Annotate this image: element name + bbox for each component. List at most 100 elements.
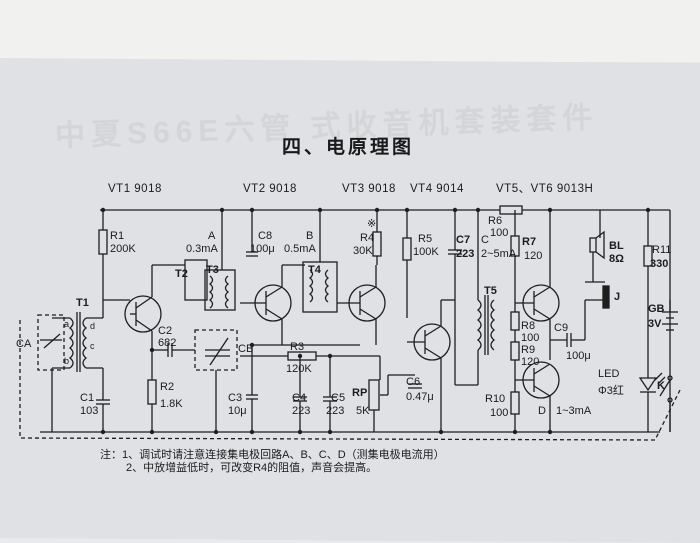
r1-body [98, 229, 108, 255]
r11-value: 330 [650, 258, 669, 270]
t1-pin-d: d [90, 321, 96, 331]
t1-label: T1 [76, 297, 89, 309]
r10-value: 100 [490, 407, 509, 419]
vt56-label: VT5、VT6 9013H [496, 183, 594, 195]
point-c-label: C [481, 234, 489, 246]
r9-label: R9 [521, 344, 536, 356]
r10-body [510, 391, 520, 415]
d-current-label: 1~3mA [556, 405, 592, 417]
ca-label: CA [16, 338, 32, 350]
c8-value: 100μ [250, 243, 275, 255]
r4-label: R4 [360, 232, 375, 244]
rp-label: RP [352, 387, 368, 399]
led-label: LED [598, 368, 620, 380]
c6-value: 0.47μ [406, 391, 434, 403]
r6-label: R6 [488, 215, 503, 227]
c2-value: 682 [158, 337, 177, 349]
c4-label: C4 [292, 392, 307, 404]
r4-body [372, 231, 382, 257]
r11-label: R11 [652, 244, 672, 256]
t5-primary [476, 299, 482, 351]
t3-coil [204, 269, 236, 311]
r7-value: 120 [524, 250, 543, 262]
led-diode [638, 377, 658, 392]
notes-block: 注：1、调试时请注意连接集电极回路A、B、C、D（测集电极电流用） 2、中放增益… [100, 449, 445, 475]
note-line-1: 注：1、调试时请注意连接集电极回路A、B、C、D（测集电极电流用） [100, 449, 445, 461]
c6-label: C6 [406, 376, 421, 388]
r9-body [510, 341, 520, 361]
t1-pin-a: a [64, 319, 70, 329]
r8-label: R8 [521, 320, 536, 332]
gb-label: GB [648, 303, 665, 315]
r3-value: 120K [286, 363, 312, 375]
cb-box [194, 329, 238, 371]
t3-label: T3 [206, 264, 219, 276]
r7-label: R7 [522, 236, 537, 248]
r2-body [147, 379, 157, 405]
diagram-title: 四、电原理图 [282, 136, 415, 158]
dashed-ground-path [19, 320, 681, 441]
r1-value: 200K [110, 243, 136, 255]
vt2-label: VT2 9018 [243, 183, 297, 195]
c9-label: C9 [554, 322, 569, 334]
c1-value: 103 [80, 405, 99, 417]
k-label: K [657, 380, 665, 392]
t1-pin-c: c [90, 341, 95, 351]
r10-label: R10 [485, 393, 506, 405]
rp-body [368, 379, 380, 411]
point-b-label: B [306, 230, 314, 242]
t5-label: T5 [484, 285, 497, 297]
r5-body [402, 237, 412, 261]
schematic-wiring [19, 205, 681, 441]
c7-label: C7 [456, 234, 471, 246]
c-current-label: 2~5mA [481, 248, 517, 260]
c9-value: 100μ [566, 350, 591, 362]
vt1-body [124, 295, 162, 333]
t4-label: T4 [308, 264, 321, 276]
t2-coil [184, 259, 208, 301]
r6-value: 100 [490, 227, 509, 239]
rp-value: 5K [356, 405, 370, 417]
r2-label: R2 [160, 381, 175, 393]
led-description: Φ3红 [598, 385, 624, 397]
background-surface [0, 0, 700, 62]
bl-speaker [589, 237, 597, 253]
c3-value: 10μ [228, 405, 247, 417]
r6-body [499, 205, 523, 215]
a-current-label: 0.3mA [186, 243, 218, 255]
cb-label: CB [238, 343, 254, 355]
r4-mark: ※ [367, 218, 377, 230]
r8-body [510, 311, 520, 331]
point-d-label: D [538, 405, 546, 417]
t5-secondary [490, 299, 496, 351]
j-label: J [614, 291, 621, 303]
r8-value: 100 [521, 332, 540, 344]
b-current-label: 0.5mA [284, 243, 316, 255]
r5-value: 100K [413, 246, 439, 258]
r2-value: 1.8K [160, 398, 183, 410]
r9-value: 120 [521, 356, 540, 368]
c3-label: C3 [228, 392, 243, 404]
bl-value: 8Ω [609, 253, 624, 265]
bl-label: BL [609, 240, 624, 252]
gb-value: 3V [648, 318, 662, 330]
j-jack [602, 285, 610, 309]
r4-value: 30K [353, 245, 373, 257]
c1-label: C1 [80, 392, 95, 404]
note-line-2: 2、中放增益低时，可改变R4的阻值，声音会提高。 [126, 462, 378, 474]
t1-primary [68, 317, 74, 369]
ca-capacitor-box [37, 314, 65, 371]
t1-secondary [82, 317, 88, 369]
vt4-label: VT4 9014 [410, 183, 464, 195]
c4-value: 223 [292, 405, 311, 417]
c8-label: C8 [258, 230, 273, 242]
c2-label: C2 [158, 325, 173, 337]
vt3-label: VT3 9018 [342, 183, 396, 195]
r3-label: R3 [290, 341, 305, 353]
vt1-label: VT1 9018 [108, 183, 162, 195]
c5-label: C5 [331, 392, 346, 404]
r5-label: R5 [418, 233, 433, 245]
c5-value: 223 [326, 405, 345, 417]
point-a-label: A [208, 230, 216, 242]
c7-value: 223 [456, 248, 475, 260]
